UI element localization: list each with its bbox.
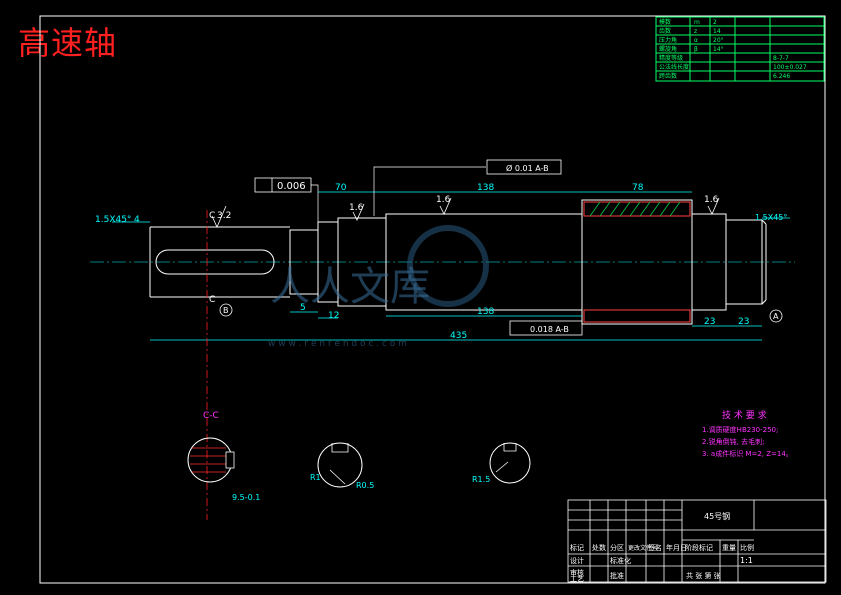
gear-cell: 跨齿数 — [659, 72, 677, 80]
gear-cell: 齿数 — [659, 27, 671, 35]
gear-cell: 100±0.027 — [773, 64, 807, 71]
tech-heading: 技 术 要 求 — [722, 409, 767, 421]
section-dim-95: 9.5-0.1 — [232, 493, 260, 502]
section-r1: R1 — [310, 473, 321, 482]
gear-cell: 6.246 — [773, 73, 790, 80]
roughness-16-c: 1.6 — [704, 195, 719, 205]
title-cell: 处数 — [592, 543, 606, 552]
tech-item: 3. a成件标识 M=2, Z=14。 — [702, 449, 793, 458]
keyway — [155, 249, 275, 275]
dim-5: 5 — [300, 303, 306, 313]
watermark: 人人文库 w w w . r e n r e n d o c . c o m — [268, 225, 489, 349]
gear-cell: 20° — [713, 37, 724, 44]
dim-138-lower: 138 — [477, 307, 494, 317]
dim-23-a: 23 — [704, 317, 715, 327]
title-cell: 更改文件号 — [628, 544, 658, 552]
section-cc-label: C-C — [203, 411, 219, 421]
title-cell: 比例 — [740, 543, 754, 552]
tolerance-frames: 0.006 Ø 0.01 A-B 0.018 A-B — [254, 159, 583, 336]
tech-item: 2.锐角倒钝, 去毛刺; — [702, 437, 765, 446]
roughness-symbols — [211, 197, 720, 228]
material-label: 45号钢 — [704, 511, 730, 521]
chamfer-right: 1.5X45° — [755, 213, 787, 222]
dim-70: 70 — [335, 183, 347, 193]
dim-435: 435 — [450, 331, 467, 341]
sheet-count: 共 张 第 张 — [686, 571, 721, 580]
datum-a-circle — [769, 309, 783, 323]
title-cell: 批准 — [610, 571, 624, 580]
drawing-border — [39, 15, 826, 584]
dim-23-b: 23 — [738, 317, 749, 327]
dimension-lines — [112, 191, 790, 341]
section-2-view — [317, 442, 363, 488]
datum-b-label: B — [223, 306, 229, 315]
title-cell: 标记 — [570, 543, 584, 552]
datum-a-label: A — [773, 312, 779, 321]
chamfer-left: 1.5X45° — [95, 215, 131, 225]
dim-12: 12 — [328, 311, 339, 321]
runout-tolerance: 0.018 A-B — [530, 325, 569, 334]
title-cell: 重量 — [722, 544, 736, 552]
title-cell: 阶段标记 — [685, 543, 713, 552]
title-cell: 分区 — [610, 543, 624, 552]
section-cc-view — [187, 437, 235, 483]
section-r05: R0.5 — [356, 481, 374, 490]
gear-cell: 公法线长度 — [659, 63, 689, 71]
flatness-tolerance: 0.006 — [277, 181, 306, 192]
watermark-brand: 人人文库 — [270, 264, 430, 310]
gear-cell: α — [694, 37, 698, 44]
drawing-title: 高速轴 — [18, 24, 118, 62]
scale-label: 1:1 — [740, 556, 753, 565]
dim-138: 138 — [477, 183, 494, 193]
title-cell: 年月日 — [666, 543, 687, 552]
gear-cell: z — [694, 28, 697, 35]
tech-item: 1.调质硬度HB230-250; — [702, 425, 778, 434]
cut-label-bottom: C — [209, 295, 215, 305]
datum-b-circle — [219, 303, 233, 317]
dim-4: 4 — [134, 215, 140, 225]
section-3-view — [489, 442, 531, 484]
title-cell: 标准化 — [610, 556, 631, 565]
gear-cell: 螺旋角 — [659, 45, 677, 53]
gear-cell: 精度等级 — [659, 54, 683, 62]
roughness-32: 3.2 — [217, 211, 231, 221]
cut-label-top: C — [209, 211, 215, 221]
roughness-16-b: 1.6 — [436, 195, 451, 205]
gear-teeth-section — [583, 201, 691, 323]
gear-cell: 模数 — [659, 18, 671, 26]
title-cell: 审核 — [570, 568, 584, 577]
shaft-outline — [149, 199, 767, 325]
gear-parameter-table: 模数 m 2 齿数 z 14 压力角 α 20° 螺旋角 β 14° 精度等级 … — [655, 16, 825, 82]
gear-cell: m — [694, 19, 700, 26]
title-cell: 签名 — [648, 543, 662, 552]
title-block — [567, 499, 827, 583]
roughness-16-a: 1.6 — [349, 203, 364, 213]
gear-cell: β — [694, 46, 698, 53]
dim-78: 78 — [632, 183, 644, 193]
section-r15: R1.5 — [472, 475, 490, 484]
gear-cell: 8-7-7 — [773, 55, 789, 62]
watermark-url: w w w . r e n r e n d o c . c o m — [268, 339, 407, 349]
title-cell: 工艺 — [570, 575, 584, 583]
concentric-tolerance: Ø 0.01 A-B — [506, 163, 549, 173]
gear-cell: 2 — [713, 19, 717, 26]
gear-cell: 14° — [713, 46, 724, 53]
gear-cell: 14 — [713, 28, 721, 35]
gear-cell: 压力角 — [659, 36, 677, 44]
title-cell: 设计 — [570, 556, 584, 565]
